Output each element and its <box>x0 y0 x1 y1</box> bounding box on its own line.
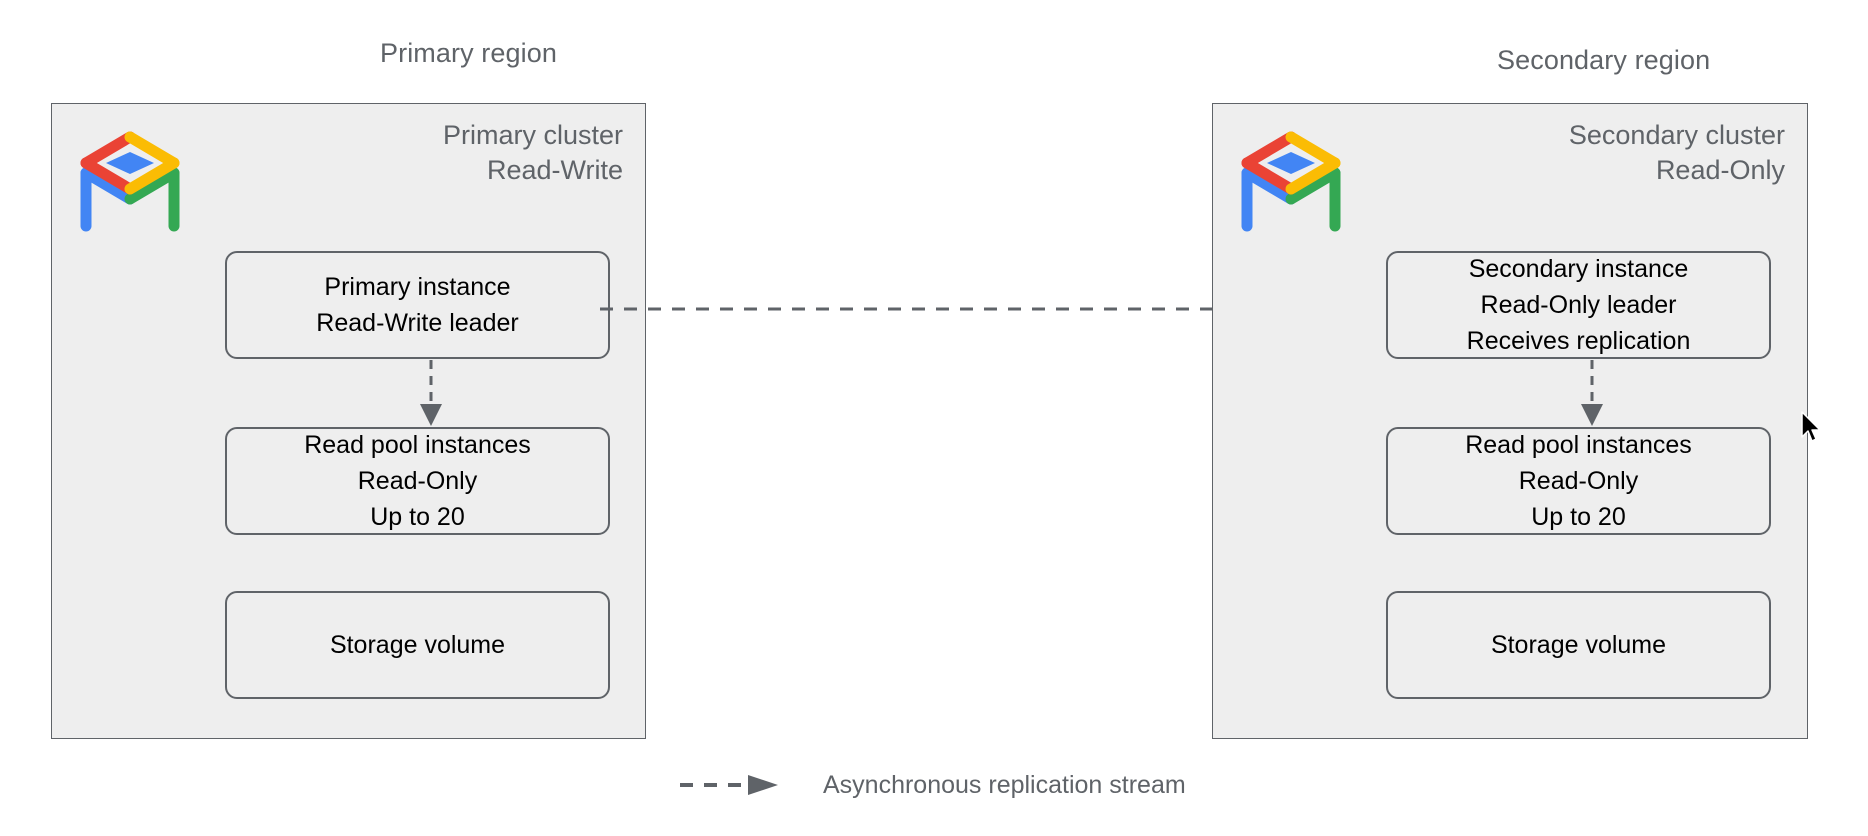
secondary-instance-to-read-pool-arrow <box>1577 360 1607 428</box>
dashed-arrow-icon <box>678 774 786 796</box>
node-primary-instance[interactable]: Primary instance Read-Write leader <box>225 251 610 359</box>
node-secondary-storage[interactable]: Storage volume <box>1386 591 1771 699</box>
node-secondary-storage-label: Storage volume <box>1490 631 1667 659</box>
cluster-box-secondary: Secondary cluster Read-Only Secondary in… <box>1212 103 1808 739</box>
node-primary-storage[interactable]: Storage volume <box>225 591 610 699</box>
alloydb-logo <box>76 126 184 238</box>
node-primary-read-pool-label: Read pool instances Read-Only Up to 20 <box>304 431 531 531</box>
node-secondary-read-pool[interactable]: Read pool instances Read-Only Up to 20 <box>1386 427 1771 535</box>
cluster-box-primary: Primary cluster Read-Write Primary insta… <box>51 103 646 739</box>
node-primary-storage-label: Storage volume <box>329 631 506 659</box>
node-secondary-instance-label: Secondary instance Read-Only leader Rece… <box>1466 255 1691 355</box>
legend: Asynchronous replication stream <box>678 770 1186 800</box>
node-secondary-instance[interactable]: Secondary instance Read-Only leader Rece… <box>1386 251 1771 359</box>
node-primary-read-pool[interactable]: Read pool instances Read-Only Up to 20 <box>225 427 610 535</box>
node-secondary-read-pool-label: Read pool instances Read-Only Up to 20 <box>1465 431 1692 531</box>
primary-instance-to-read-pool-arrow <box>416 360 446 428</box>
region-title-secondary: Secondary region <box>1497 45 1711 75</box>
region-title-primary: Primary region <box>380 38 557 68</box>
cluster-heading-primary: Primary cluster Read-Write <box>442 120 623 185</box>
legend-label: Asynchronous replication stream <box>823 770 1186 799</box>
cluster-heading-secondary: Secondary cluster Read-Only <box>1568 120 1785 185</box>
alloydb-logo <box>1237 126 1345 238</box>
node-primary-instance-label: Primary instance Read-Write leader <box>316 273 519 337</box>
